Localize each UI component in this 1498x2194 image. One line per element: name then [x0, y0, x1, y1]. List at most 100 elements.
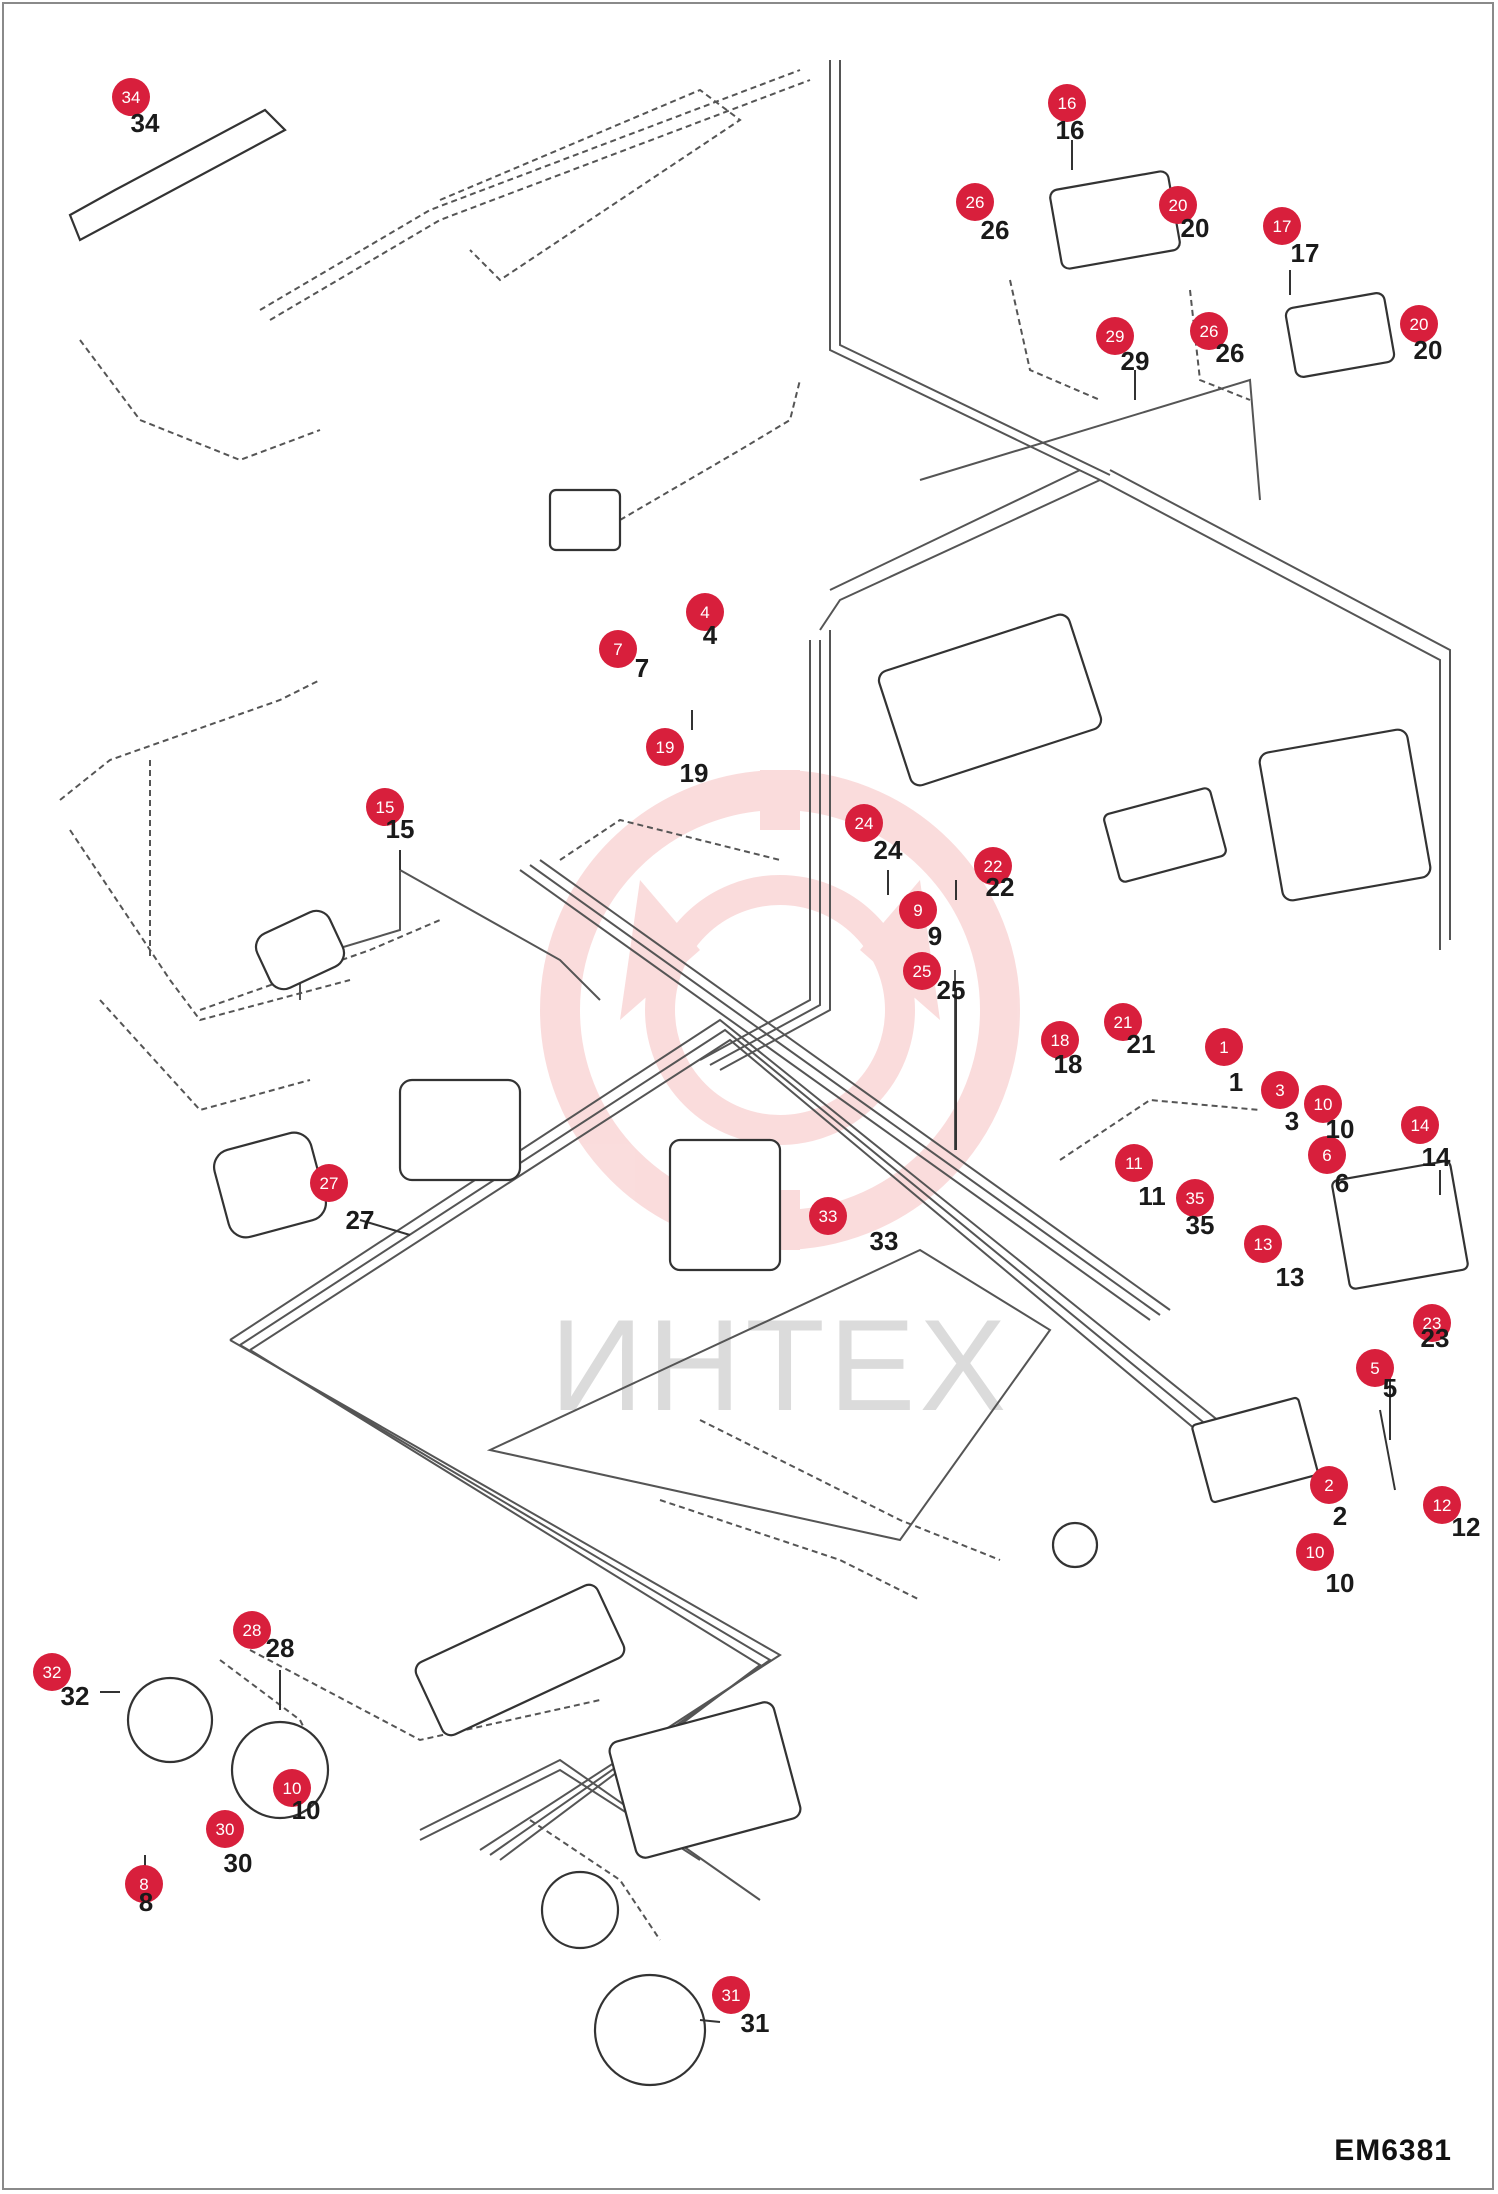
callout-marker[interactable]: 26	[956, 183, 994, 221]
callout-label: 8	[139, 1875, 148, 1894]
part-number: 29	[1121, 346, 1150, 376]
part-number: 11	[1138, 1181, 1166, 1211]
diagram-code: EM6381	[1334, 2134, 1452, 2167]
callout-circle	[1310, 1466, 1348, 1504]
callout-circle	[903, 952, 941, 990]
part-number: 10	[1326, 1568, 1355, 1598]
callout-circle	[712, 1976, 750, 2014]
part-number: 31	[741, 2008, 770, 2038]
callout-marker[interactable]: 20	[1400, 305, 1438, 343]
pressure-switch-34	[68, 108, 287, 242]
callout-circle	[974, 847, 1012, 885]
callout-marker[interactable]: 10	[273, 1769, 311, 1807]
callout-marker[interactable]: 30	[206, 1810, 244, 1848]
callout-marker[interactable]: 6	[1308, 1136, 1346, 1174]
callout-label: 15	[376, 798, 395, 817]
callout-marker[interactable]: 10	[1296, 1533, 1334, 1571]
callout-circle	[1041, 1021, 1079, 1059]
callout-label: 1	[1219, 1038, 1228, 1057]
callout-circle	[1190, 312, 1228, 350]
callout-label: 35	[1186, 1189, 1205, 1208]
part-number: 35	[1186, 1210, 1215, 1240]
callout-marker[interactable]: 24	[845, 804, 883, 842]
callout-marker[interactable]: 31	[712, 1976, 750, 2014]
callout-marker[interactable]: 34	[112, 78, 150, 116]
callout-marker[interactable]: 22	[974, 847, 1012, 885]
callout-marker[interactable]: 13	[1244, 1225, 1282, 1263]
callout-label: 25	[913, 962, 932, 981]
callout-marker[interactable]: 11	[1115, 1144, 1153, 1182]
callout-circle	[1304, 1085, 1342, 1123]
part-number: 33	[870, 1226, 899, 1256]
work-light-31	[593, 1973, 707, 2087]
buzzer	[1051, 1521, 1099, 1569]
callout-marker[interactable]: 27	[310, 1164, 348, 1202]
callout-marker[interactable]: 8	[125, 1865, 163, 1903]
part-number: 20	[1181, 213, 1210, 243]
callout-label: 12	[1433, 1496, 1452, 1515]
part-number: 3	[1285, 1106, 1299, 1136]
part-number: 8	[139, 1887, 153, 1917]
part-number: 16	[1056, 115, 1085, 145]
gear-harness	[414, 1583, 626, 1737]
callout-marker[interactable]: 9	[899, 891, 937, 929]
callout-marker[interactable]: 18	[1041, 1021, 1079, 1059]
relay-box-17	[1284, 292, 1396, 378]
callout-circle	[1244, 1225, 1282, 1263]
callout-circle	[899, 891, 937, 929]
callout-label: 21	[1114, 1013, 1133, 1032]
callout-marker[interactable]: 26	[1190, 312, 1228, 350]
part-number: 12	[1452, 1512, 1481, 1542]
callout-label: 5	[1370, 1359, 1379, 1378]
callout-marker[interactable]: 15	[366, 788, 404, 826]
callout-circle	[599, 630, 637, 668]
callout-marker[interactable]: 25	[903, 952, 941, 990]
callout-marker[interactable]: 4	[686, 593, 724, 631]
callout-marker[interactable]: 23	[1413, 1304, 1451, 1342]
part-number: 26	[981, 215, 1010, 245]
callout-marker[interactable]: 16	[1048, 84, 1086, 122]
part-number: 14	[1422, 1142, 1451, 1172]
callout-marker[interactable]: 35	[1176, 1179, 1214, 1217]
leader-lines	[100, 140, 1441, 2023]
callout-marker[interactable]: 19	[646, 728, 684, 766]
part-number: 10	[1326, 1114, 1355, 1144]
callout-marker[interactable]: 5	[1356, 1349, 1394, 1387]
callout-marker[interactable]: 21	[1104, 1003, 1142, 1041]
control-module	[1191, 1396, 1319, 1504]
callout-circle	[206, 1810, 244, 1848]
part-number: 9	[928, 921, 942, 951]
callout-label: 23	[1423, 1314, 1442, 1333]
part-number: 27	[346, 1205, 375, 1235]
part-number: 25	[937, 975, 966, 1005]
callout-marker[interactable]: 28	[233, 1611, 271, 1649]
control-valve-block	[877, 613, 1103, 787]
callout-marker[interactable]: 20	[1159, 186, 1197, 224]
part-number: 1	[1229, 1067, 1243, 1097]
callout-marker[interactable]: 10	[1304, 1085, 1342, 1123]
part-number: 23	[1421, 1323, 1450, 1353]
part-number: 17	[1291, 238, 1320, 268]
callout-marker[interactable]: 1	[1205, 1028, 1243, 1066]
callout-label: 10	[1306, 1543, 1325, 1562]
solenoid-box	[1103, 787, 1227, 883]
callout-circle	[273, 1769, 311, 1807]
callout-marker[interactable]: 7	[599, 630, 637, 668]
callout-marker[interactable]: 14	[1401, 1106, 1439, 1144]
callout-circle	[125, 1865, 163, 1903]
callout-marker[interactable]: 2	[1310, 1466, 1348, 1504]
callout-marker[interactable]: 33	[809, 1197, 847, 1235]
callout-label: 20	[1410, 315, 1429, 334]
part-number: 18	[1054, 1049, 1083, 1079]
callout-label: 33	[819, 1207, 838, 1226]
callout-marker[interactable]: 12	[1423, 1486, 1461, 1524]
callout-circle	[33, 1653, 71, 1691]
relay-box-16	[1049, 170, 1181, 270]
callout-marker[interactable]: 17	[1263, 207, 1301, 245]
callout-marker[interactable]: 32	[33, 1653, 71, 1691]
callout-label: 26	[1200, 322, 1219, 341]
callout-marker[interactable]: 3	[1261, 1071, 1299, 1109]
callout-marker[interactable]: 29	[1096, 317, 1134, 355]
